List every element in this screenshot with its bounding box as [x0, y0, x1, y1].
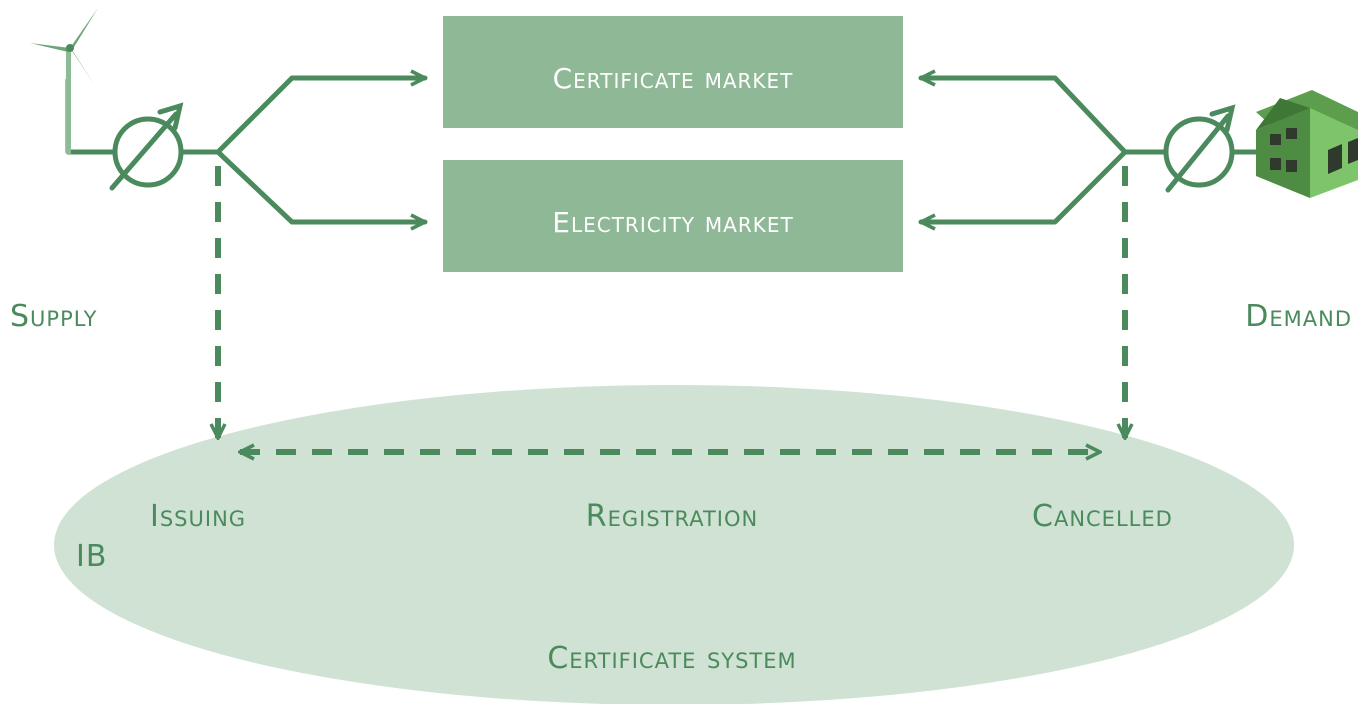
electricity-market-label: Electricity market [552, 206, 793, 239]
certificate-market-label: Certificate market [553, 62, 794, 95]
demand-flow-lines [918, 78, 1259, 222]
electricity-market-box [443, 160, 903, 272]
certificate-market-box [443, 16, 903, 128]
demand-meter-icon [1163, 104, 1236, 193]
supply-flow-lines [65, 78, 428, 222]
certificate-system-label: Certificate system [547, 641, 796, 676]
supply-label: Supply [10, 299, 97, 334]
house-icon [1256, 90, 1358, 198]
registration-label: Registration [586, 499, 758, 534]
meter-icon [109, 102, 184, 191]
demand-label: Demand [1245, 299, 1352, 334]
wind-turbine-icon [30, 8, 98, 154]
issuing-label: Issuing [150, 499, 246, 534]
cancelled-label: Cancelled [1032, 499, 1173, 534]
ib-label: IB [76, 539, 107, 574]
certificate-system-ellipse [54, 385, 1294, 704]
